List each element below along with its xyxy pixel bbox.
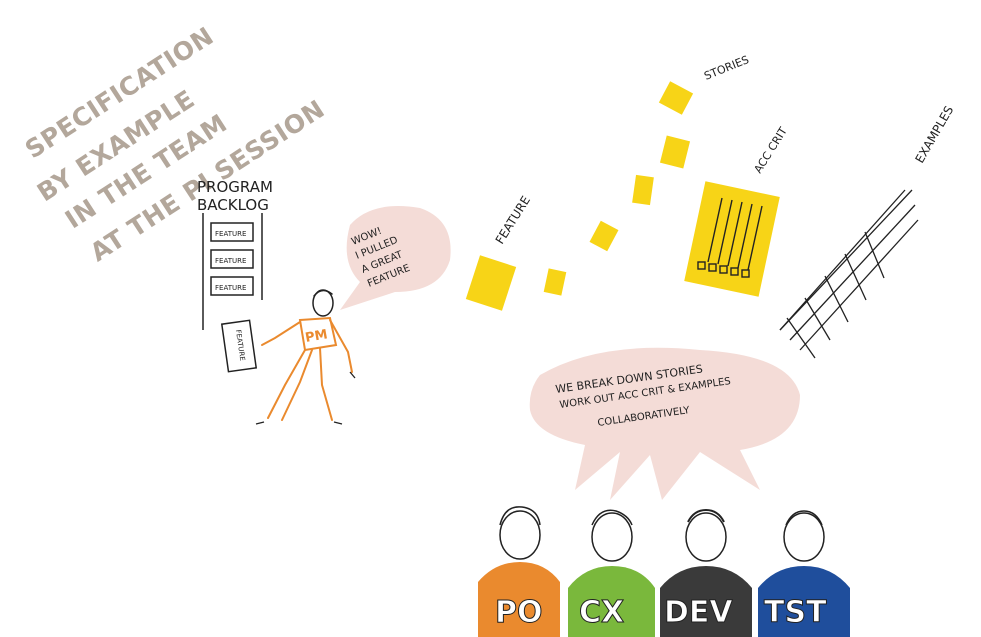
feature-label: Feature [493,194,533,247]
pm-shirt-label: PM [304,327,329,346]
backlog-heading-line2: Backlog [197,196,269,214]
acc-crit-label: Acc Crit [752,125,790,176]
team-shirt-label-po: PO [495,595,543,630]
team-shirt-label-tst: TST [764,595,827,630]
team-shirt-label-cx: CX [579,595,624,630]
backlog-heading-line1: Program [197,178,273,196]
backlog-item-label: Feature [215,257,246,265]
examples-label: Examples [912,104,956,166]
feature-sticky [466,255,516,310]
acc-crit-sticky [684,181,780,297]
story-sticky [590,221,619,252]
story-sticky [660,136,690,169]
stories-label: Stories [702,53,751,83]
story-sticky [544,268,567,295]
story-sticky [632,175,654,205]
backlog-item-label: Feature [215,230,246,238]
team-shirt-label-dev: DEV [664,595,733,630]
feature-breakdown [466,81,693,310]
pm-figure [262,290,352,420]
examples-table [780,190,918,358]
story-sticky [659,81,693,114]
backlog-item-label: Feature [215,284,246,292]
